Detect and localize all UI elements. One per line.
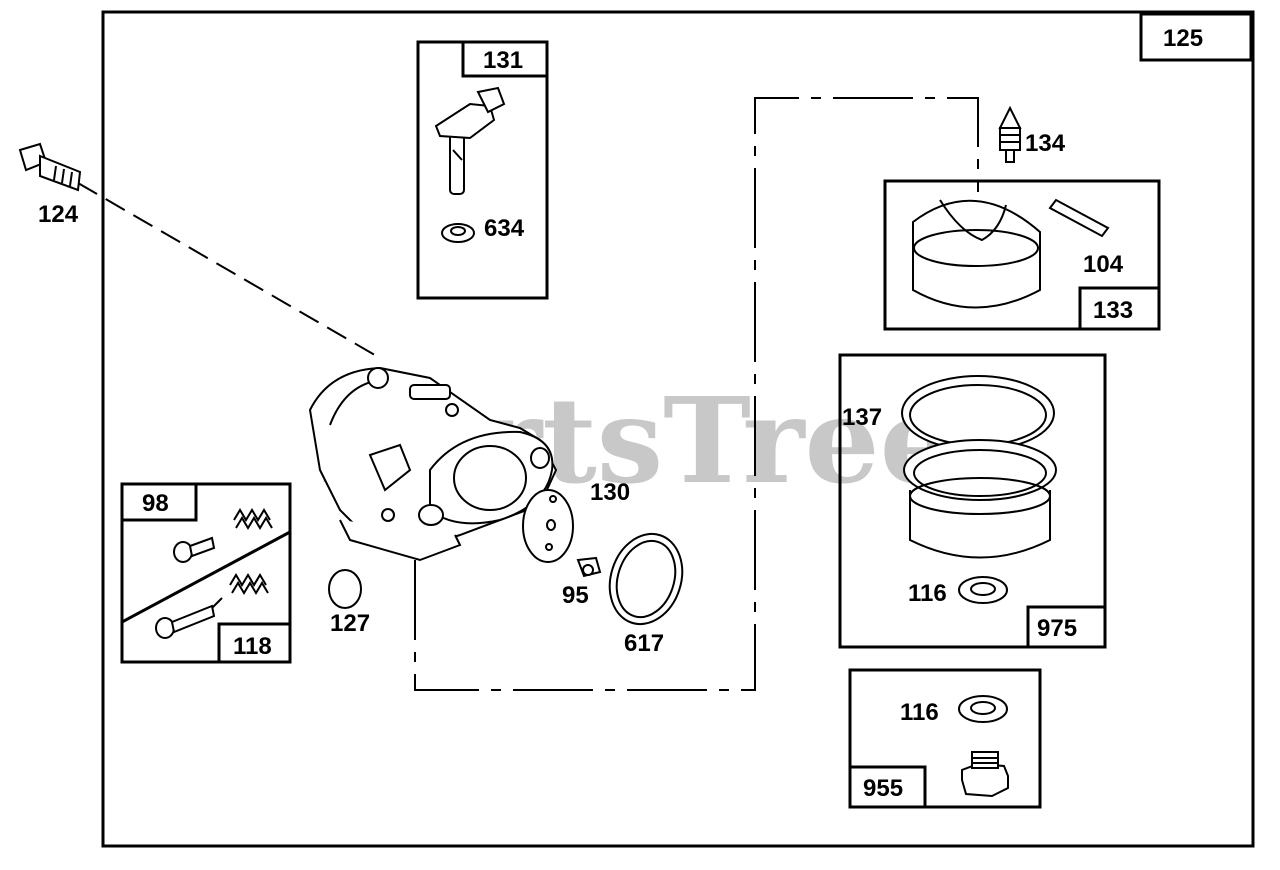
part-label-124: 124 (38, 201, 79, 228)
bowl-nut-part (961, 751, 1009, 798)
part-label-95: 95 (562, 582, 589, 609)
kit-label-975: 975 (1037, 615, 1077, 642)
welch-plug-127-part (328, 569, 362, 609)
part-label-134: 134 (1025, 130, 1066, 157)
part-label-127: 127 (330, 610, 370, 637)
kit-label-131: 131 (483, 47, 523, 74)
bolt-124-part (18, 142, 82, 192)
inlet-needle-134-part (998, 105, 1022, 163)
float-part (912, 199, 1041, 309)
part-label-137: 137 (842, 404, 882, 431)
kit-box-955[interactable]: 955 116 (848, 668, 1042, 809)
leader-line-124 (77, 182, 381, 359)
kit-box-131[interactable]: 131 634 (416, 40, 549, 300)
o-ring-617-part (608, 532, 684, 626)
screw-98-part (173, 536, 216, 563)
leader-line-kit-133 (414, 97, 979, 691)
part-label-116-a: 116 (908, 580, 947, 607)
kit-label-125: 125 (1163, 25, 1203, 52)
needle-118-part (155, 597, 223, 639)
kit-box-125[interactable]: 125 (1139, 12, 1253, 62)
screw-95-part (576, 556, 602, 578)
gasket-130-part (522, 489, 574, 563)
washer-116-part (958, 576, 1008, 604)
washer-116-b-part (958, 695, 1008, 723)
part-label-617: 617 (624, 630, 664, 657)
part-label-116-b: 116 (900, 699, 939, 726)
kit-box-133[interactable]: 133 104 (883, 179, 1161, 331)
carburetor-body-part (308, 366, 558, 562)
kit-label-133: 133 (1093, 297, 1133, 324)
part-label-634: 634 (484, 215, 525, 242)
kit-box-975[interactable]: 975 137 116 (838, 353, 1107, 649)
kit-label-98: 98 (142, 490, 169, 517)
kit-label-118: 118 (233, 633, 272, 660)
outer-frame (101, 10, 1255, 848)
float-bowl-part (903, 439, 1057, 559)
choke-shaft-part (434, 86, 506, 195)
spring-98-part (233, 508, 273, 530)
part-label-130: 130 (590, 479, 630, 506)
seal-634-part (441, 223, 475, 243)
kit-box-98-118[interactable]: 98 118 (120, 482, 292, 664)
o-ring-137-part (901, 375, 1055, 451)
float-pin-part (1048, 198, 1110, 238)
part-label-104: 104 (1083, 251, 1124, 278)
kit-label-955: 955 (863, 775, 903, 802)
spring-118-part (229, 573, 269, 595)
